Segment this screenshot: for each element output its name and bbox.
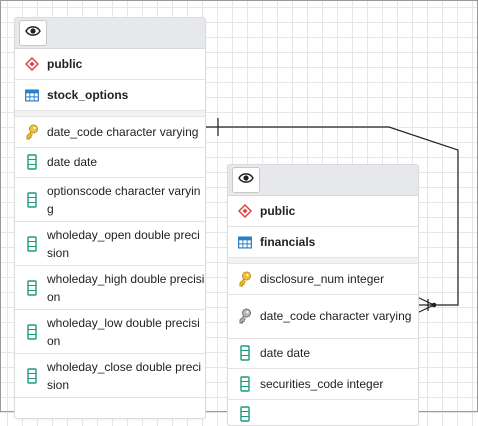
column-label: wholeday_close double precision [47, 358, 205, 394]
column-icon [25, 280, 39, 296]
column-row[interactable]: securities_code integer [228, 369, 418, 400]
schema-name: public [47, 55, 82, 73]
column-row[interactable]: date date [15, 148, 205, 179]
eye-icon [25, 24, 41, 42]
column-icon [238, 345, 252, 361]
table-name-row: financials [228, 227, 418, 258]
primary-key-icon [238, 271, 252, 287]
table-node-header [228, 165, 418, 196]
table-icon [238, 234, 252, 250]
schema-name: public [260, 202, 295, 220]
column-icon [25, 324, 39, 340]
column-row[interactable]: date_code character varying [15, 117, 205, 148]
table-node-financials[interactable]: public financials disclosure_num integer… [227, 164, 419, 426]
table-icon [25, 87, 39, 103]
column-label: wholeday_open double precision [47, 226, 205, 262]
column-icon [25, 236, 39, 252]
toggle-visibility-button[interactable] [19, 20, 47, 46]
column-row[interactable]: wholeday_open double precision [15, 222, 205, 266]
table-node-stock-options[interactable]: public stock_options date_code character… [14, 17, 206, 419]
column-label: date_code character varying [47, 123, 198, 141]
primary-key-icon [25, 124, 39, 140]
column-label: date date [47, 153, 97, 171]
schema-icon [25, 56, 39, 72]
crowfoot-marker-bottom [417, 305, 434, 313]
table-name: stock_options [47, 86, 128, 104]
column-row[interactable] [228, 400, 418, 426]
table-name-row: stock_options [15, 80, 205, 111]
column-row[interactable]: date_code character varying [228, 295, 418, 339]
schema-row: public [228, 196, 418, 227]
foreign-key-icon [238, 308, 252, 324]
schema-row: public [15, 49, 205, 80]
column-label: date_code character varying [260, 307, 411, 325]
column-icon [25, 192, 39, 208]
column-icon [238, 376, 252, 392]
column-label: securities_code integer [260, 375, 383, 393]
column-label: wholeday_high double precision [47, 270, 205, 306]
schema-icon [238, 203, 252, 219]
column-row[interactable]: optionscode character varying [15, 178, 205, 222]
column-label: wholeday_low double precision [47, 314, 205, 350]
column-row[interactable]: disclosure_num integer [228, 264, 418, 295]
eye-icon [238, 171, 254, 189]
toggle-visibility-button[interactable] [232, 167, 260, 193]
column-row[interactable]: wholeday_high double precision [15, 266, 205, 310]
column-label: disclosure_num integer [260, 270, 384, 288]
column-icon [25, 368, 39, 384]
column-icon [238, 406, 252, 422]
column-label: optionscode character varying [47, 182, 205, 218]
table-name: financials [260, 233, 315, 251]
column-row[interactable]: wholeday_close double precision [15, 354, 205, 398]
crowfoot-marker-top [417, 297, 434, 305]
column-label: date date [260, 344, 310, 362]
column-row[interactable]: wholeday_low double precision [15, 310, 205, 354]
edge-junction [432, 303, 437, 308]
table-node-header [15, 18, 205, 49]
column-row[interactable]: date date [228, 339, 418, 370]
column-icon [25, 154, 39, 170]
